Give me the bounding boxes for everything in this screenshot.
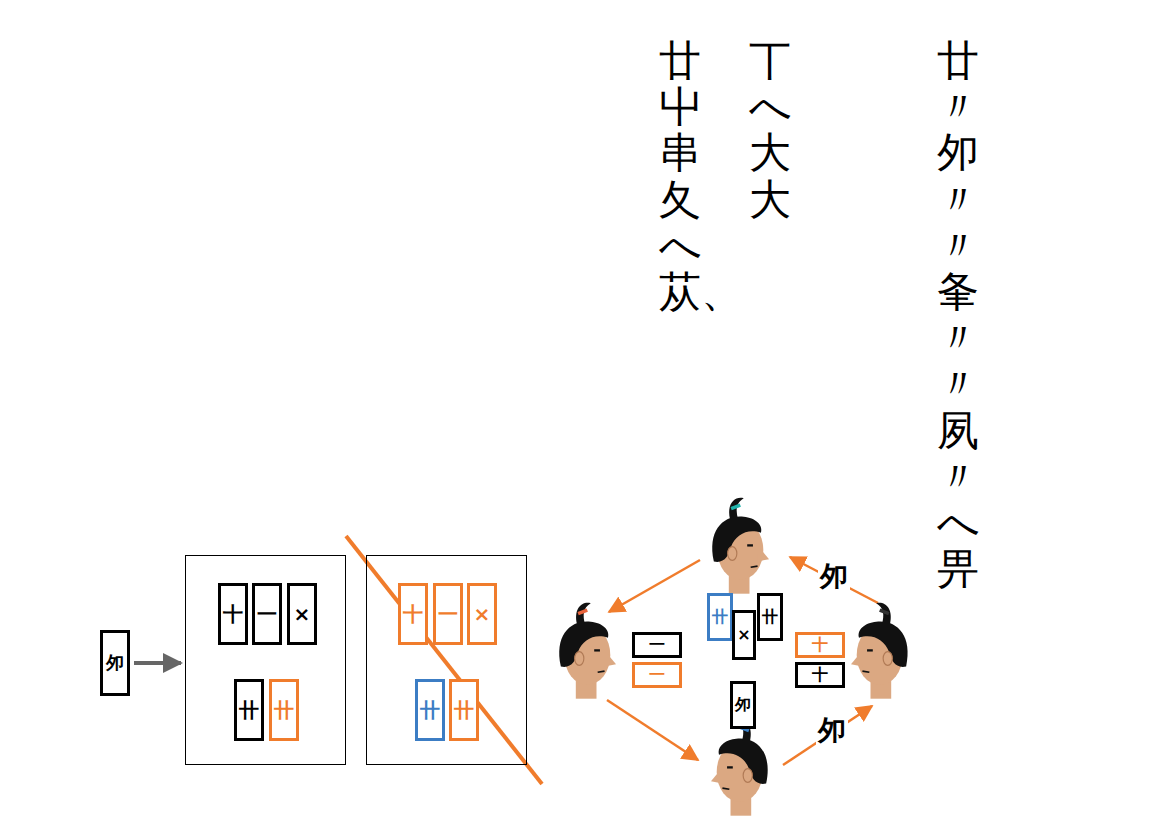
game-card: 卄 [234, 679, 264, 741]
game-card: 卄 [449, 679, 479, 741]
game-card: 卄 [269, 679, 299, 741]
hair-tie [731, 505, 740, 508]
card-symbol: 十 [812, 636, 828, 654]
ear [883, 652, 892, 666]
game-card: 卄 [415, 679, 445, 741]
arrow-label: 夘 [818, 562, 850, 593]
hair [719, 738, 768, 783]
card-symbol: 卄 [239, 699, 259, 721]
ponytail [729, 498, 744, 519]
card-symbol: 卄 [420, 699, 440, 721]
arrow-label: 夘 [816, 716, 848, 747]
ear [575, 652, 584, 666]
vertical-text: 丅へ大大 [749, 38, 791, 223]
game-card: × [287, 583, 317, 645]
pass-arrow [790, 557, 878, 603]
card-tray: 十一 × 卄卄 [366, 555, 527, 765]
card-tray: 十一 × 卄卄 [185, 555, 346, 765]
eye [727, 766, 733, 768]
card-symbol: 十 [812, 666, 828, 684]
ear [743, 769, 752, 783]
game-card: 一 [252, 583, 282, 645]
game-card: 夘 [100, 630, 130, 696]
flow-arrow [134, 661, 181, 665]
card-symbol: × [294, 603, 311, 625]
game-card: 卄 [707, 593, 733, 641]
card-symbol: 一 [649, 636, 665, 654]
mouth [722, 788, 729, 789]
game-card: × [467, 583, 497, 645]
card-symbol: × [474, 603, 491, 625]
pass-arrow [609, 560, 700, 612]
card-symbol: 卄 [274, 699, 294, 721]
card-symbol: 一 [438, 603, 458, 625]
pass-arrow [607, 700, 698, 760]
game-card: × [732, 610, 756, 660]
game-card: 十 [218, 583, 248, 645]
hair [859, 621, 908, 666]
player-face [559, 603, 616, 699]
card-symbol: 十 [403, 603, 423, 625]
hair-tie [578, 610, 587, 613]
ear [728, 547, 737, 561]
game-card: 十 [795, 662, 845, 688]
game-card: 一 [433, 583, 463, 645]
eye [867, 649, 873, 651]
card-symbol: 夘 [735, 696, 751, 714]
card-symbol: 卄 [454, 699, 474, 721]
eye [747, 544, 753, 546]
nose [605, 650, 617, 666]
card-symbol: 夘 [106, 653, 124, 673]
vertical-text: 廿〃夘〃〃夆〃〃夙〃へ畀 [937, 38, 979, 592]
game-card: 夘 [730, 681, 756, 729]
nose [711, 767, 723, 783]
player-face [851, 603, 908, 699]
hair [559, 621, 608, 666]
game-card: 一 [632, 632, 682, 658]
ponytail [576, 603, 591, 624]
card-symbol: 卄 [762, 608, 778, 626]
mouth [862, 671, 869, 672]
mouth [598, 671, 605, 672]
player-face [711, 720, 768, 816]
vertical-text: 廿屮串夂へ苁、 [659, 38, 701, 315]
hair [712, 516, 761, 561]
card-symbol: 卄 [712, 608, 728, 626]
nose [851, 650, 863, 666]
pass-arrow [783, 706, 872, 765]
card-symbol: 一 [649, 666, 665, 684]
card-symbol: 十 [223, 603, 243, 625]
nose [758, 545, 770, 561]
player-face [712, 498, 769, 594]
game-card: 十 [398, 583, 428, 645]
cross-out-line [346, 536, 542, 784]
ponytail [876, 603, 891, 624]
card-symbol: 一 [257, 603, 277, 625]
game-card: 一 [632, 662, 682, 688]
mouth [751, 566, 758, 567]
hair-tie [880, 610, 889, 613]
game-card: 卄 [757, 593, 783, 641]
eye [594, 649, 600, 651]
game-card: 十 [795, 632, 845, 658]
card-symbol: × [737, 626, 750, 644]
